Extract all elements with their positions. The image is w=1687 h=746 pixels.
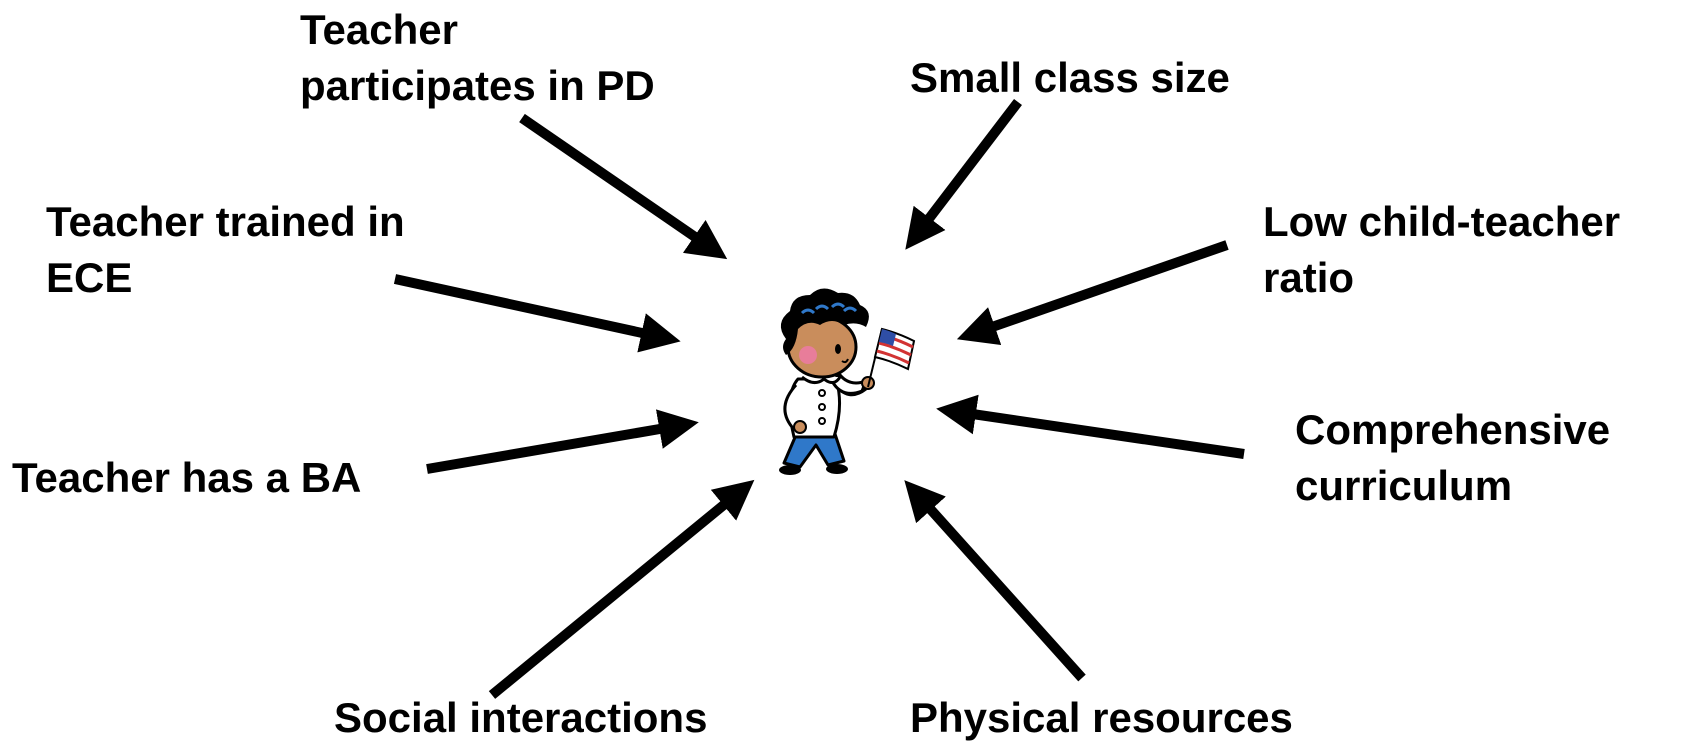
us-flag-icon [873,327,916,371]
arrow-teacher-ece [393,274,681,353]
label-physical: Physical resources [910,690,1293,746]
label-teacher-ba: Teacher has a BA [12,450,361,506]
label-teacher-pd: Teacher participates in PD [300,2,655,114]
label-line: Comprehensive [1295,406,1611,453]
label-line: Small class size [910,54,1230,101]
arrow-physical [904,480,1086,682]
child-hair [780,288,869,355]
label-curriculum: Comprehensive curriculum [1295,402,1610,514]
child-illustration [779,288,916,475]
label-line: curriculum [1295,462,1513,509]
arrow-teacher-ba [426,409,699,474]
label-line: participates in PD [300,62,655,109]
label-ratio: Low child-teacher ratio [1263,194,1620,306]
arrow-social [488,479,755,699]
label-line: Low child-teacher [1263,198,1621,245]
child-mouth [841,358,849,364]
label-class-size: Small class size [910,50,1230,106]
arrow-class-size [905,98,1022,250]
child-eye [835,344,841,354]
label-line: Teacher has a BA [12,454,362,501]
label-social: Social interactions [334,690,707,746]
right-shoe [826,464,848,474]
arrows [393,98,1245,699]
label-line: ratio [1263,254,1355,301]
label-line: Physical resources [910,694,1293,741]
arrow-ratio [956,240,1229,345]
left-hand [793,420,807,434]
label-line: Social interactions [334,694,708,741]
arrow-teacher-pd [519,113,728,260]
label-teacher-ece: Teacher trained in ECE [46,194,405,306]
shirt-button [818,389,826,397]
label-line: Teacher [300,6,458,53]
hair-highlight [800,302,858,315]
child-cheek [799,346,817,364]
shirt-collar [801,375,842,384]
shirt-button [818,417,826,425]
label-line: Teacher trained in [46,198,405,245]
shirt-button [818,403,826,411]
label-line: ECE [46,254,133,301]
arrow-curriculum [936,394,1245,459]
left-shoe [779,465,801,475]
